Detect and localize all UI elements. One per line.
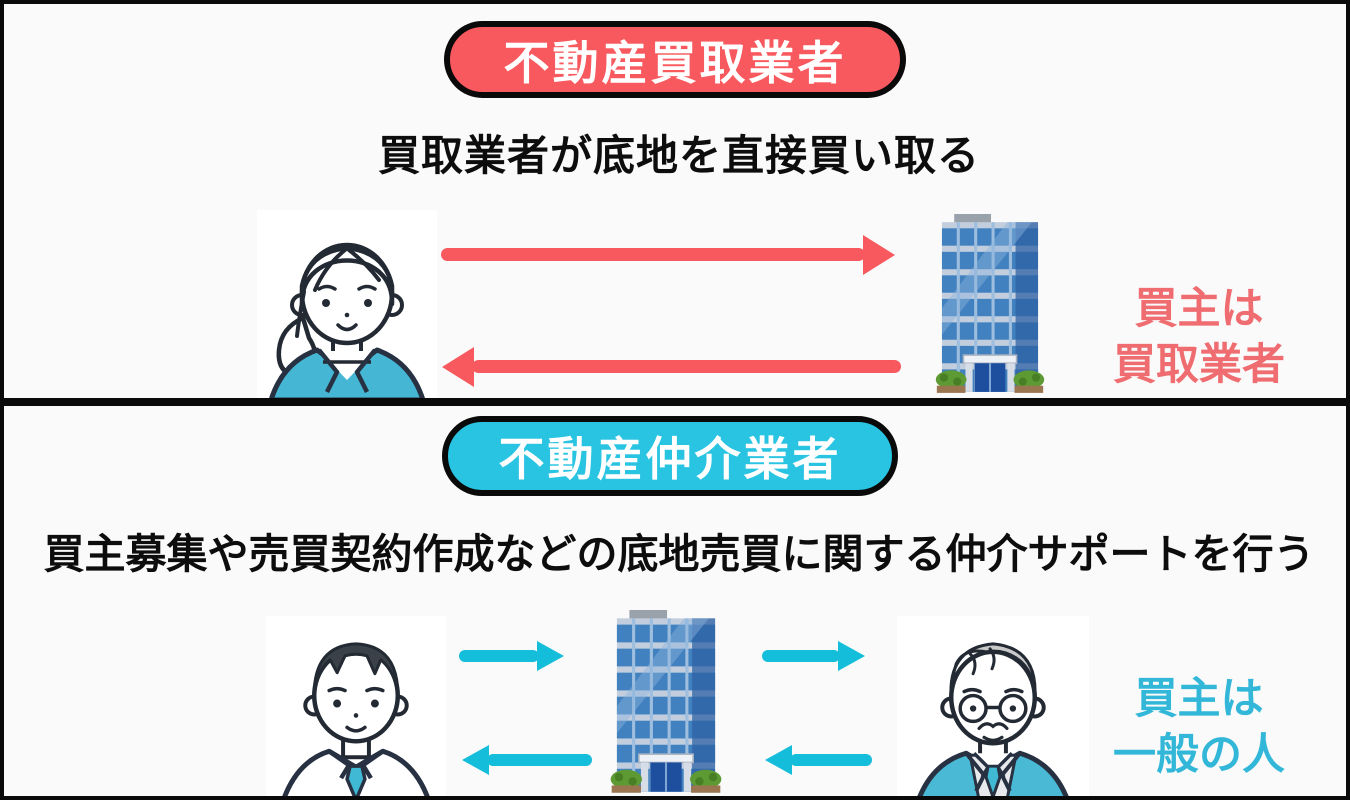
broker-building-illustration xyxy=(600,610,732,796)
brokerage-buyer-note-line2: 一般の人 xyxy=(1113,730,1285,779)
arrow-left-icon xyxy=(472,360,901,373)
elderly-man-icon xyxy=(917,642,1069,796)
brokerage-badge: 不動産仲介業者 xyxy=(442,416,898,496)
arrow-left-icon xyxy=(790,754,872,766)
woman-icon xyxy=(268,242,426,400)
purchase-buyer-note: 買主は 買取業者 xyxy=(1099,282,1299,394)
brokerage-description: 買主募集や売買契約作成などの底地売買に関する仲介サポートを行う xyxy=(43,531,1315,577)
seller-man-illustration xyxy=(266,616,446,796)
purchase-buyer-note-line1: 買主は xyxy=(1134,285,1264,333)
brokerage-buyer-note: 買主は 一般の人 xyxy=(1094,672,1304,784)
brokerage-buyer-note-line1: 買主は xyxy=(1134,675,1264,723)
section-divider xyxy=(4,398,1346,406)
man-icon xyxy=(282,642,430,796)
brokerage-badge-label: 不動産仲介業者 xyxy=(498,433,842,485)
purchase-badge: 不動産買取業者 xyxy=(444,21,906,98)
purchase-description: 買取業者が底地を直接買い取る xyxy=(377,132,980,179)
arrow-right-icon xyxy=(762,650,840,662)
purchase-badge-label: 不動産買取業者 xyxy=(503,36,847,89)
purchase-buyer-note-line2: 買取業者 xyxy=(1113,340,1285,389)
landowner-woman-illustration xyxy=(257,210,437,400)
buyer-elderly-man-illustration xyxy=(897,616,1089,796)
purchase-company-building-illustration xyxy=(927,214,1053,398)
arrow-right-icon xyxy=(459,650,539,662)
office-building-icon xyxy=(610,610,722,793)
arrow-left-icon xyxy=(487,754,592,766)
arrow-right-icon xyxy=(441,248,865,261)
office-building-icon xyxy=(935,214,1045,393)
